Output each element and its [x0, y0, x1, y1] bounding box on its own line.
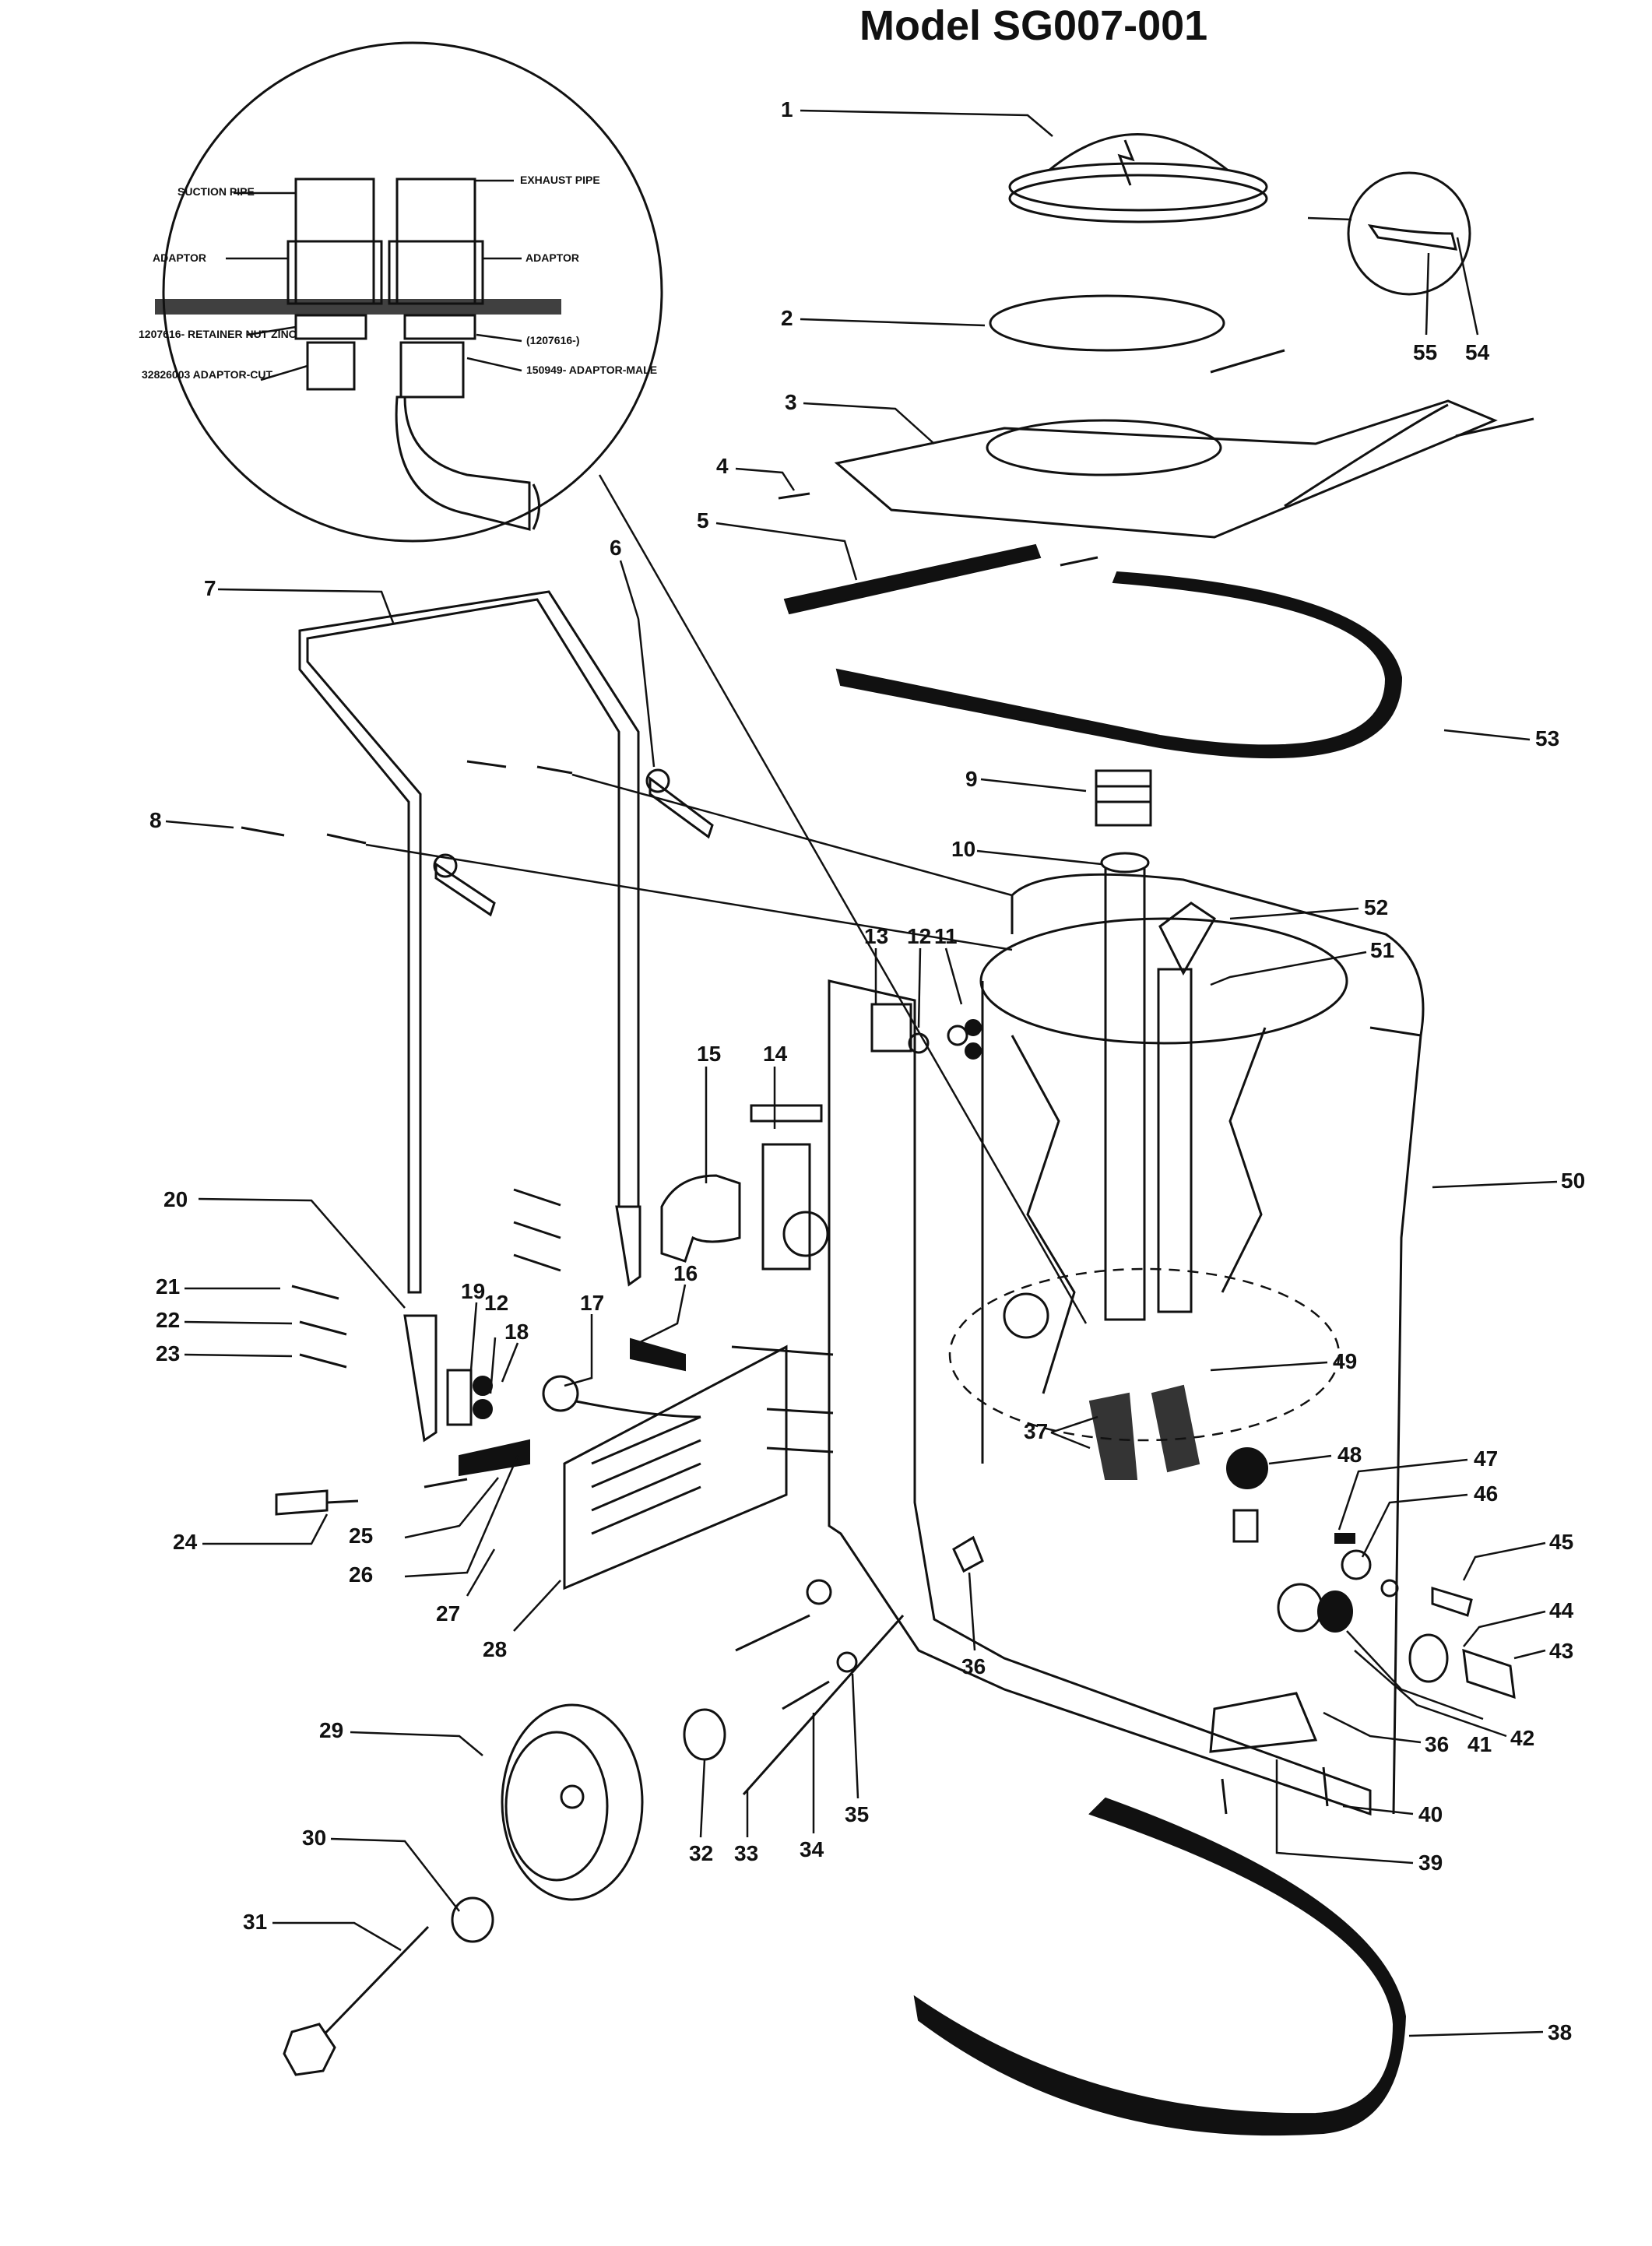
callout-19: 19	[461, 1279, 485, 1303]
inset-label-retainer-nut: 1207616- RETAINER NUT ZINC	[139, 328, 297, 340]
callout-29: 29	[319, 1718, 343, 1742]
callout-1: 1	[781, 97, 793, 121]
inset-detail: SUCTION PIPE EXHAUST PIPE ADAPTOR ADAPTO…	[139, 41, 663, 543]
callout-34: 34	[800, 1837, 824, 1861]
callout-11: 11	[934, 924, 958, 948]
callout-12: 12	[907, 924, 931, 948]
callout-25: 25	[349, 1524, 373, 1548]
inset-label-adaptor-male: 150949- ADAPTOR-MALE	[526, 364, 657, 376]
callout-35: 35	[845, 1802, 869, 1826]
callout-43: 43	[1549, 1639, 1573, 1663]
callout-50: 50	[1561, 1169, 1585, 1193]
callout-10: 10	[951, 837, 975, 861]
callout-55: 55	[1413, 340, 1437, 364]
callout-4: 4	[716, 454, 729, 478]
callout-33: 33	[734, 1841, 758, 1865]
callout-5: 5	[697, 508, 709, 533]
callout-7: 7	[204, 576, 216, 600]
callout-23: 23	[156, 1341, 180, 1366]
callout-22: 22	[156, 1308, 180, 1332]
inset-label-adaptor-right: ADAPTOR	[525, 251, 579, 264]
callout-6: 6	[610, 536, 622, 560]
callout-30: 30	[302, 1826, 326, 1850]
callout-12-secondary: 12	[484, 1291, 508, 1315]
callout-15: 15	[697, 1042, 721, 1066]
callout-24: 24	[173, 1530, 198, 1554]
callout-9: 9	[965, 767, 978, 791]
inset-label-suction-pipe: SUCTION PIPE	[178, 185, 255, 198]
inset-label-adaptor-cut: 32826003 ADAPTOR-CUT	[142, 368, 273, 381]
inset-label-adaptor-left: ADAPTOR	[153, 251, 206, 264]
callout-16: 16	[673, 1261, 698, 1285]
callout-36-secondary: 36	[1425, 1732, 1449, 1756]
callout-20: 20	[163, 1187, 188, 1211]
tank-body	[275, 769, 1516, 2136]
callout-46: 46	[1474, 1482, 1498, 1506]
handle-assembly	[241, 590, 1013, 1443]
callout-45: 45	[1549, 1530, 1573, 1554]
callout-18: 18	[504, 1320, 529, 1344]
callout-51: 51	[1370, 938, 1394, 962]
callout-42: 42	[1510, 1726, 1534, 1750]
callout-31: 31	[243, 1910, 267, 1934]
callout-37: 37	[1024, 1419, 1048, 1443]
callout-21: 21	[156, 1274, 180, 1299]
callout-38: 38	[1548, 2020, 1572, 2044]
leader-lines	[165, 109, 1558, 2037]
inset-label-retainer-ref: (1207616-)	[526, 334, 580, 346]
callout-52: 52	[1364, 895, 1388, 919]
callout-54: 54	[1465, 340, 1490, 364]
callout-39: 39	[1418, 1851, 1443, 1875]
callout-40: 40	[1418, 1802, 1443, 1826]
callout-13: 13	[864, 924, 888, 948]
callout-14: 14	[763, 1042, 788, 1066]
inset-label-exhaust-pipe: EXHAUST PIPE	[520, 174, 600, 186]
callout-32: 32	[689, 1841, 713, 1865]
callout-44: 44	[1549, 1598, 1574, 1622]
callout-48: 48	[1337, 1443, 1362, 1467]
lid-assembly	[778, 133, 1534, 759]
callout-2: 2	[781, 306, 793, 330]
callout-26: 26	[349, 1562, 373, 1587]
callout-28: 28	[483, 1637, 507, 1661]
callout-27: 27	[436, 1601, 460, 1626]
callout-41: 41	[1467, 1732, 1492, 1756]
callout-47: 47	[1474, 1446, 1498, 1471]
diagram-title: Model SG007-001	[859, 2, 1208, 49]
callout-36: 36	[961, 1654, 986, 1678]
callout-8: 8	[149, 808, 162, 832]
callout-53: 53	[1535, 726, 1559, 750]
callout-numbers: 1 2 3 4 5 6 7 8 9 10 11 12 13 14 15 16 1…	[149, 97, 1585, 2044]
callout-49: 49	[1333, 1349, 1357, 1373]
callout-17: 17	[580, 1291, 604, 1315]
callout-3: 3	[785, 390, 797, 414]
